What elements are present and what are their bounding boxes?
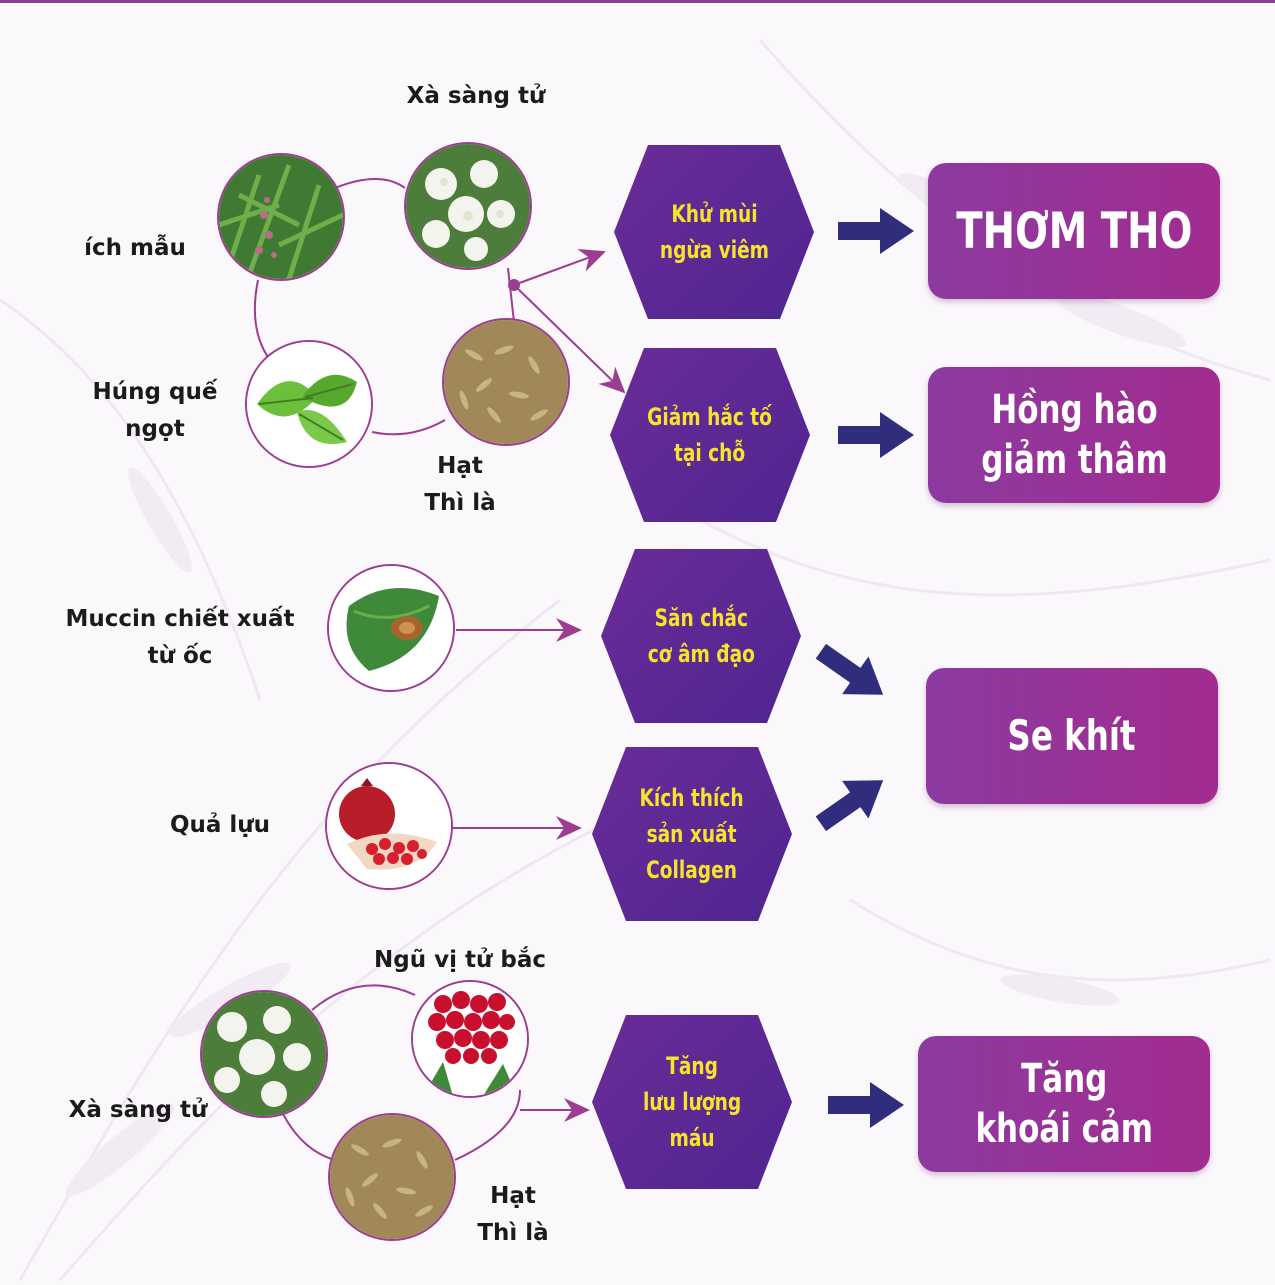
top-border-line (0, 0, 1275, 3)
junction-dot (508, 279, 520, 291)
hex-khu-mui-text: Khử mùi ngừa viêm (659, 200, 769, 264)
hung-que-image (245, 340, 373, 468)
arrow-up-right-icon (815, 780, 884, 832)
link-ichmau-xasang (334, 178, 406, 189)
result-tang-khoai-cam: Tăng khoái cảm (918, 1036, 1210, 1172)
xa-sang-tu-image (404, 142, 532, 270)
label-hat-thi-la: Hạt Thì là (424, 453, 496, 516)
result-thom-tho: THƠM THO (928, 163, 1220, 299)
hex-san-chac-text: Săn chắc cơ âm đạo (647, 604, 755, 668)
ngu-vi-tu-image (411, 980, 529, 1098)
label-hat-thi-la-2: Hạt Thì là (477, 1183, 549, 1246)
hex-giam-hac-to: Giảm hắc tố tại chỗ (610, 348, 810, 522)
result-se-khit-text: Se khít (1007, 711, 1137, 760)
label-muccin: Muccin chiết xuất từ ốc (65, 606, 295, 669)
label-qua-luu: Quả lựu (169, 812, 271, 838)
xa-sang-tu-image-2 (200, 990, 328, 1118)
result-tang-khoai-cam-text: Tăng khoái cảm (975, 1056, 1153, 1152)
result-thom-tho-text: THƠM THO (955, 202, 1193, 260)
hex-kich-thich-collagen: Kích thích sản xuất Collagen (592, 747, 792, 921)
arrow-down-right-icon (815, 643, 884, 695)
label-hung-que-ngot: Húng quế ngọt (92, 379, 218, 442)
hex-kich-thich-text: Kích thích sản xuất Collagen (639, 784, 745, 884)
label-xa-sang-tu-2: Xà sàng tử (68, 1097, 208, 1123)
ich-mau-image (217, 153, 345, 281)
link-xasang-nguvi (311, 984, 416, 1011)
qua-luu-image (325, 762, 453, 890)
link-hungque-thila (371, 419, 446, 436)
muccin-oc-image (327, 564, 455, 692)
arrow-to-giam-hac-to (513, 284, 626, 394)
hex-giam-hac-to-text: Giảm hắc tố tại chỗ (647, 403, 773, 467)
hex-tang-luu-luong-text: Tăng lưu lượng máu (642, 1052, 742, 1152)
hat-thi-la-image (442, 318, 570, 446)
arrow-right-icon (828, 1082, 904, 1128)
link-xasang-thila (507, 267, 515, 323)
arrow-right-icon (838, 208, 914, 254)
label-xa-sang-tu: Xà sàng tử (406, 83, 546, 109)
hex-san-chac: Săn chắc cơ âm đạo (601, 549, 801, 723)
label-ngu-vi-tu-bac: Ngũ vị tử bắc (374, 947, 546, 973)
arrow-right-icon (838, 412, 914, 458)
link-xasang-thila (279, 1107, 336, 1161)
link-ichmau-hungque (253, 279, 271, 361)
result-hong-hao: Hồng hào giảm thâm (928, 367, 1220, 503)
hat-thi-la-image-2 (328, 1113, 456, 1241)
hex-tang-luu-luong-mau: Tăng lưu lượng máu (592, 1015, 792, 1189)
link-thila-nguvi (454, 1089, 521, 1161)
arrow-to-khu-mui (513, 248, 606, 286)
label-ich-mau: ích mẫu (84, 235, 186, 261)
hex-khu-mui-ngua-viem: Khử mùi ngừa viêm (614, 145, 814, 319)
result-se-khit: Se khít (926, 668, 1218, 804)
result-hong-hao-text: Hồng hào giảm thâm (980, 387, 1168, 483)
